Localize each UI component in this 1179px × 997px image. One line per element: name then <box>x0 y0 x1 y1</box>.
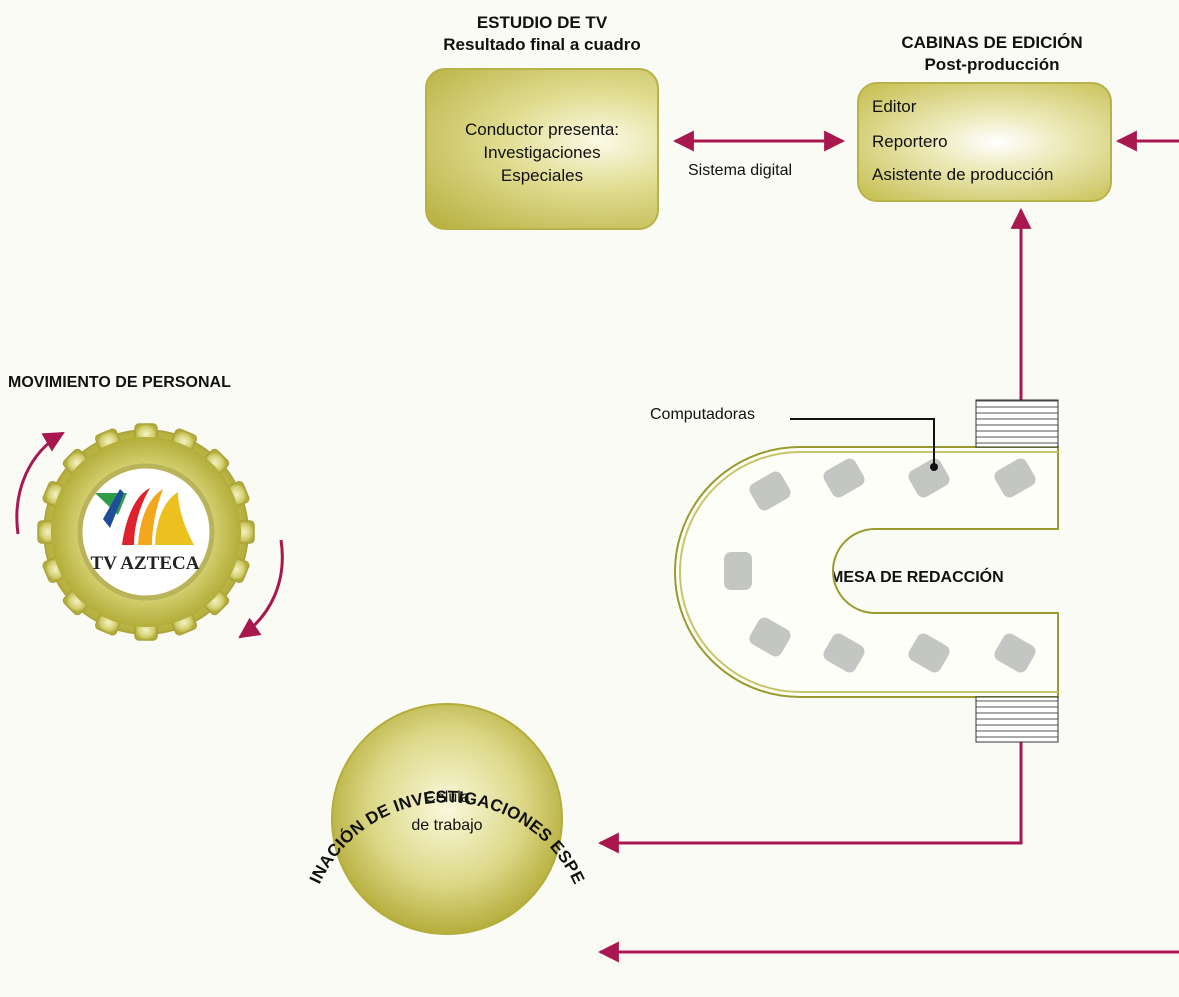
computer <box>908 633 950 673</box>
digital-system-label: Sistema digital <box>688 162 793 179</box>
computers-leader-line <box>790 418 935 467</box>
studio-title-line1: ESTUDIO DE TV <box>476 13 608 32</box>
studio-line2: Investigaciones <box>483 143 601 162</box>
computer <box>823 458 865 498</box>
studio-box-text: Conductor presenta: Investigaciones Espe… <box>425 118 659 187</box>
computers-label: Computadoras <box>650 406 755 423</box>
computer <box>724 552 752 590</box>
rotation-arrow-down <box>238 539 284 639</box>
work-cell-line2: de trabajo <box>411 817 482 834</box>
computer <box>749 471 791 511</box>
computer <box>908 458 950 498</box>
logo-text: TV AZTECA <box>91 553 200 574</box>
editing-item-assistant: Asistente de producción <box>872 165 1054 184</box>
computer <box>749 617 791 657</box>
editing-title-line2: Post-producción <box>924 55 1060 74</box>
editing-box <box>857 82 1112 202</box>
chair-bottom <box>975 696 1059 743</box>
staff-movement-title: MOVIMIENTO DE PERSONAL <box>8 374 231 391</box>
newsdesk-label: MESA DE REDACCIÓN <box>830 569 1004 586</box>
studio-title-line2: Resultado final a cuadro <box>443 35 641 54</box>
work-cell-circle <box>331 703 563 935</box>
computer <box>994 458 1036 498</box>
editing-item-editor: Editor <box>872 97 917 116</box>
editing-title-line1: CABINAS DE EDICIÓN <box>901 33 1083 52</box>
computer <box>823 633 865 673</box>
editing-title: CABINAS DE EDICIÓN Post-producción <box>842 32 1142 76</box>
computers <box>724 458 1036 673</box>
computer <box>994 633 1036 673</box>
studio-line3: Especiales <box>500 166 584 185</box>
tv-azteca-logo: TV AZTECA <box>91 488 200 574</box>
studio-line1: Conductor presenta: <box>464 120 620 139</box>
studio-title: ESTUDIO DE TV Resultado final a cuadro <box>392 12 692 56</box>
work-cell-line1: Célula <box>424 789 469 806</box>
editing-item-reporter: Reportero <box>872 132 948 151</box>
rotation-arrow-up <box>15 431 65 535</box>
studio-box <box>425 68 659 230</box>
newsdesk-coordination-arrow <box>597 695 1032 854</box>
chair-top <box>975 399 1059 448</box>
